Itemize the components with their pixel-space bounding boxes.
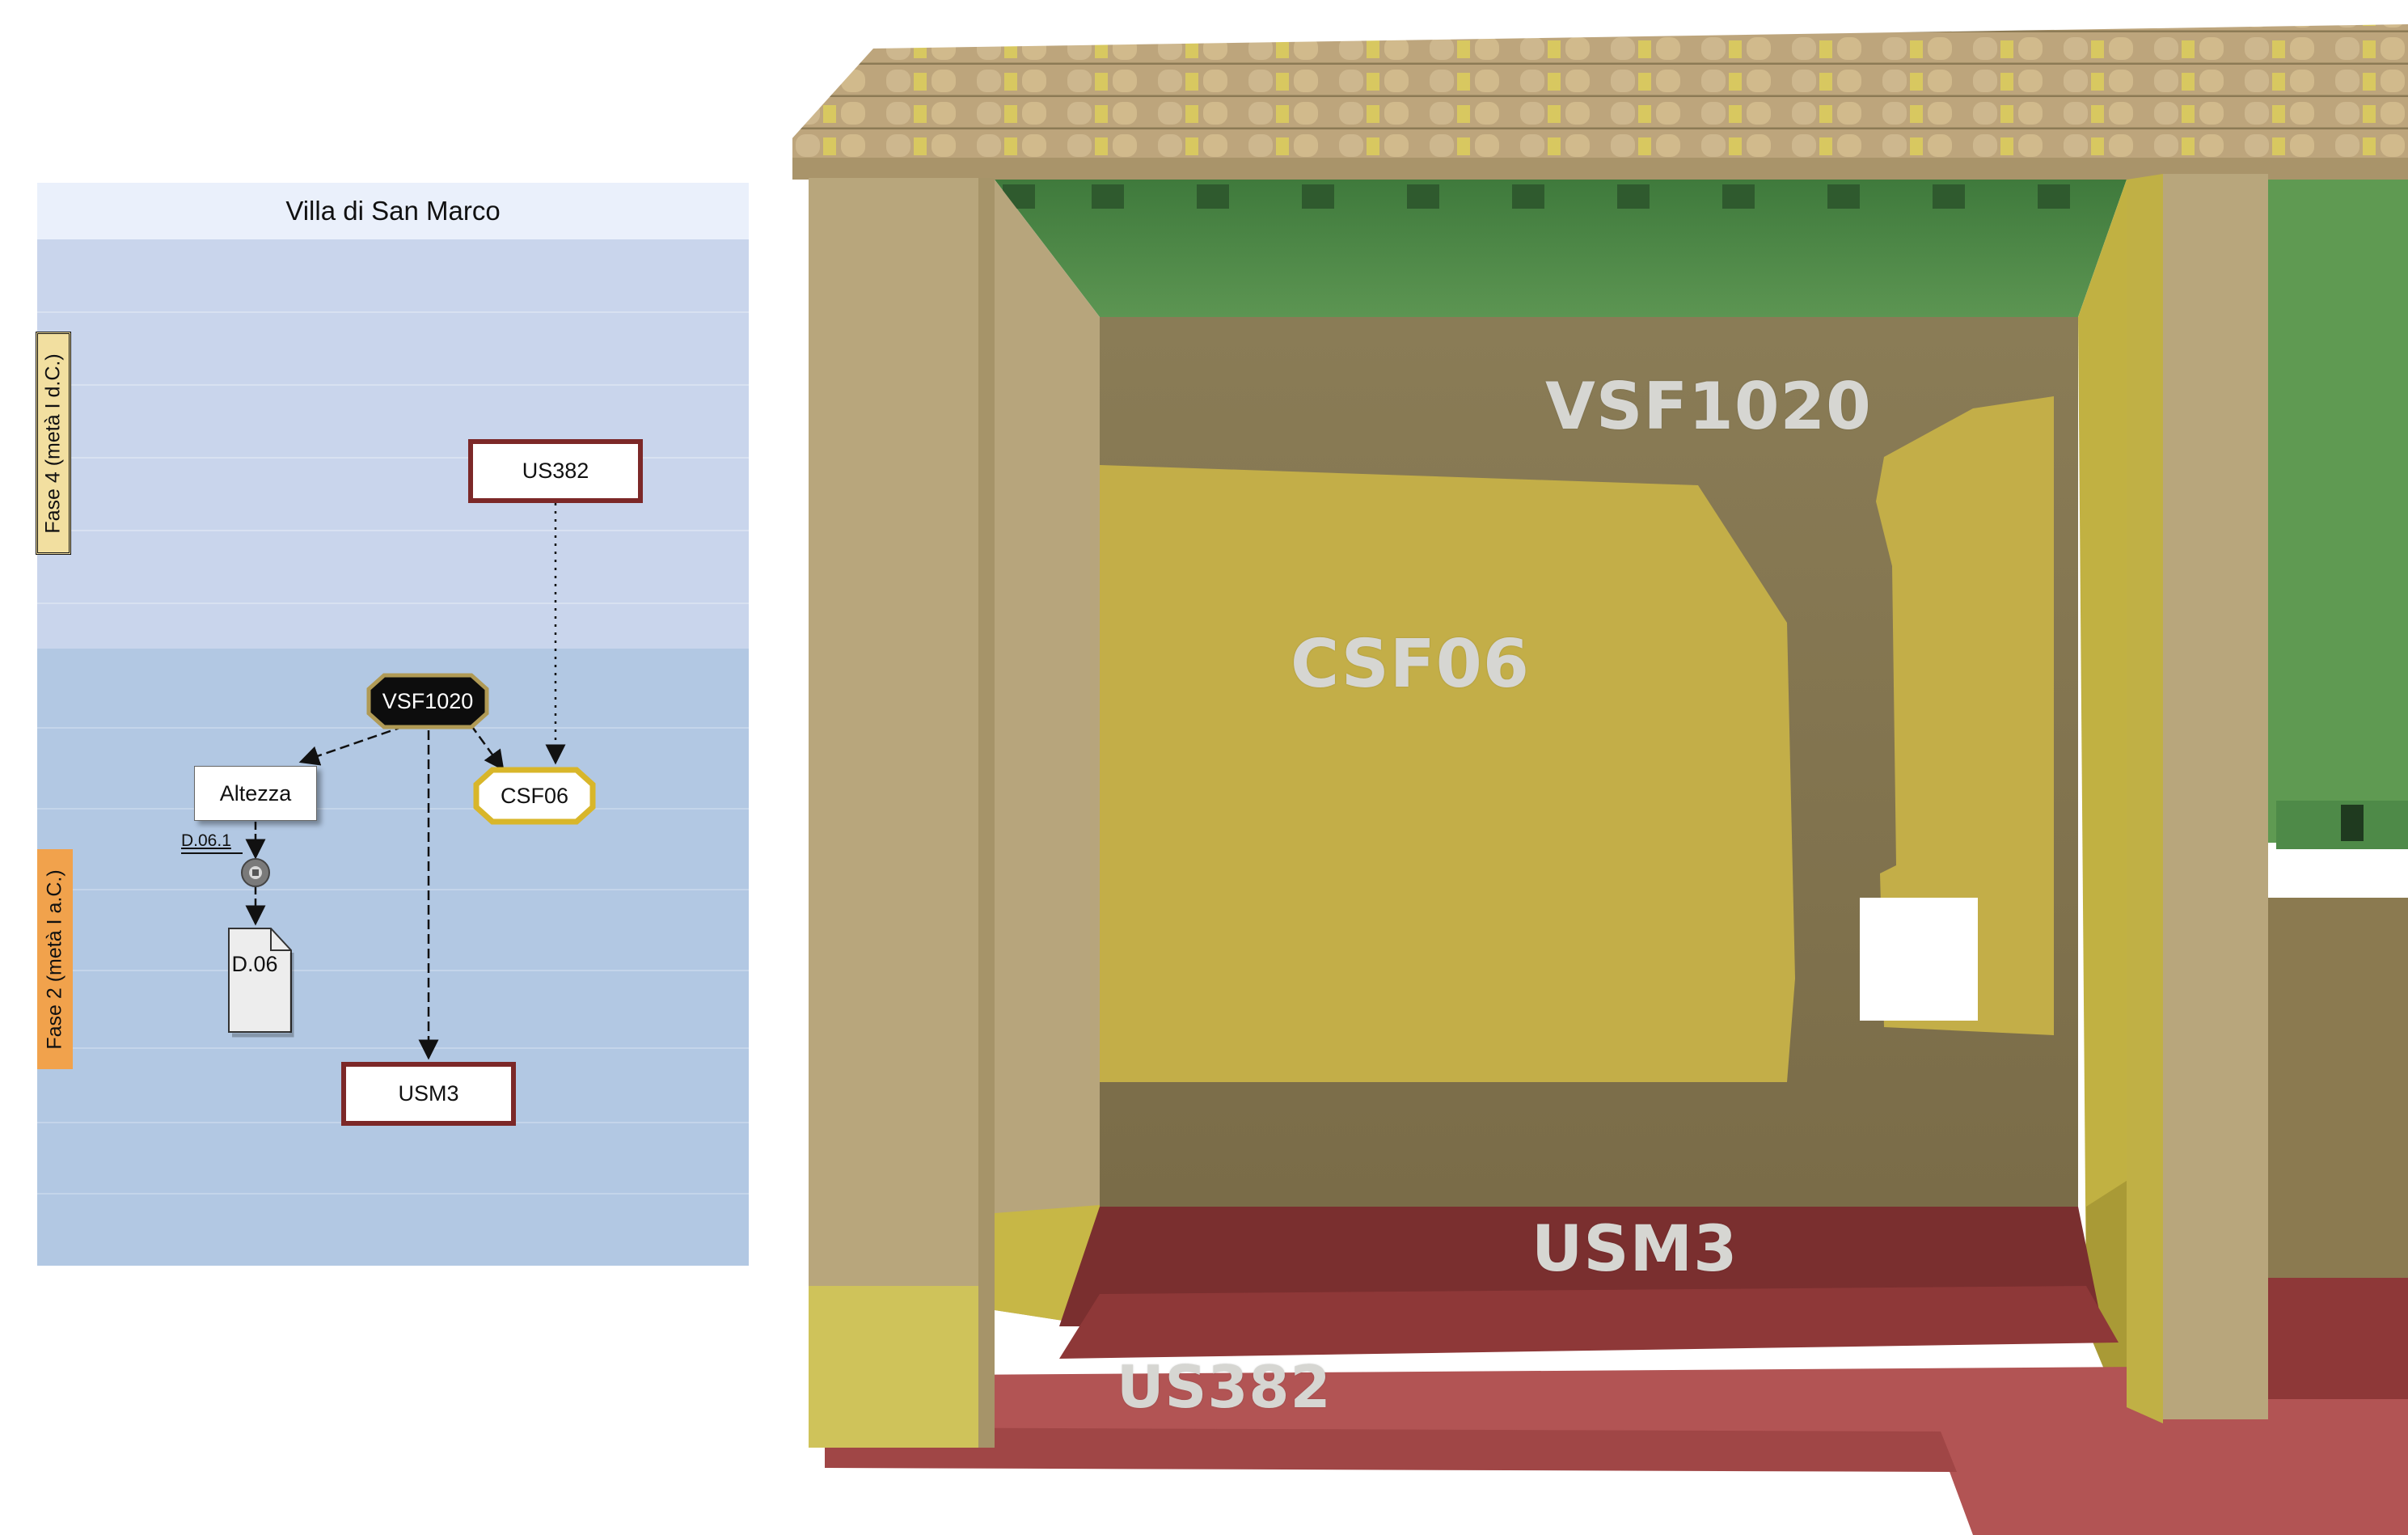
band-grid-lines bbox=[37, 311, 749, 1195]
node-usm3[interactable]: USM3 bbox=[341, 1062, 516, 1126]
node-us382[interactable]: US382 bbox=[468, 439, 643, 503]
plaster-right-patch bbox=[1876, 396, 2054, 1035]
phase-label-fase-2: Fase 2 (metà I a.C.) bbox=[37, 849, 73, 1069]
document-d06-label[interactable]: D.06 bbox=[231, 952, 278, 976]
phase-2-text: Fase 2 (metà I a.C.) bbox=[43, 869, 66, 1050]
floor-usm3-shadow bbox=[1059, 1286, 2119, 1359]
render-label-us382: US382 bbox=[1117, 1353, 1332, 1421]
render-label-vsf1020: VSF1020 bbox=[1545, 369, 1872, 444]
far-room-ceiling bbox=[2268, 180, 2408, 843]
reconstruction-render: VSF1020 CSF06 USM3 US382 bbox=[792, 0, 2408, 1535]
graph-header-band bbox=[37, 183, 749, 239]
render-label-csf06: CSF06 bbox=[1291, 626, 1530, 703]
node-csf06-label: CSF06 bbox=[500, 783, 569, 808]
right-pillar bbox=[2163, 174, 2268, 1419]
ceiling-green bbox=[995, 180, 2127, 317]
phase-2-band bbox=[37, 649, 749, 1266]
left-pillar-shadow bbox=[978, 178, 995, 1448]
right-pillar-face bbox=[2127, 174, 2163, 1423]
floor-us382-edge bbox=[825, 1427, 1957, 1472]
roof-edge bbox=[792, 158, 2408, 180]
floor-us382 bbox=[825, 1367, 2408, 1535]
graph-edges bbox=[181, 503, 566, 1060]
left-pillar-base bbox=[809, 1286, 995, 1448]
node-vsf1020-label: VSF1020 bbox=[382, 688, 474, 713]
right-side-wall bbox=[2078, 180, 2127, 1423]
phase-label-fase-4: Fase 4 (metà I d.C.) bbox=[36, 332, 71, 555]
edge-vsf1020-altezza bbox=[298, 725, 405, 766]
far-room-beam-slot bbox=[2341, 805, 2364, 841]
node-altezza[interactable]: Altezza bbox=[194, 766, 317, 821]
far-room-floor bbox=[2268, 1278, 2408, 1399]
ceiling-beams bbox=[1003, 184, 2070, 209]
node-csf06[interactable]: CSF06 bbox=[473, 767, 596, 825]
far-room-wall bbox=[2268, 898, 2408, 1278]
node-altezza-label: Altezza bbox=[219, 780, 292, 806]
window-opening bbox=[1860, 898, 1978, 1021]
node-vsf1020[interactable]: VSF1020 bbox=[366, 673, 489, 729]
roof-tiles bbox=[792, 24, 2408, 174]
site-title: Villa di San Marco bbox=[285, 196, 501, 226]
node-us382-label: US382 bbox=[522, 459, 589, 483]
edge-vsf1020-csf06 bbox=[469, 724, 505, 772]
document-d06-shape bbox=[228, 928, 294, 1038]
render-canvas bbox=[792, 24, 2408, 1535]
phase-4-text: Fase 4 (metà I d.C.) bbox=[41, 353, 65, 534]
stratigraphic-graph: Villa di San Marco Fase 4 (metà I d.C.) … bbox=[0, 0, 760, 1535]
node-usm3-label: USM3 bbox=[398, 1081, 459, 1106]
right-side-wall-lower bbox=[2086, 1181, 2127, 1423]
render-label-usm3: USM3 bbox=[1531, 1213, 1738, 1286]
edge-label-d061: D.06.1 bbox=[181, 831, 231, 850]
extractor-node bbox=[241, 858, 270, 887]
octagon-light-shape bbox=[473, 767, 596, 825]
left-side-wall bbox=[995, 180, 1100, 1326]
octagon-dark-shape bbox=[366, 673, 489, 729]
left-pillar bbox=[809, 178, 995, 1448]
plaster-csf06 bbox=[1100, 465, 1795, 1082]
